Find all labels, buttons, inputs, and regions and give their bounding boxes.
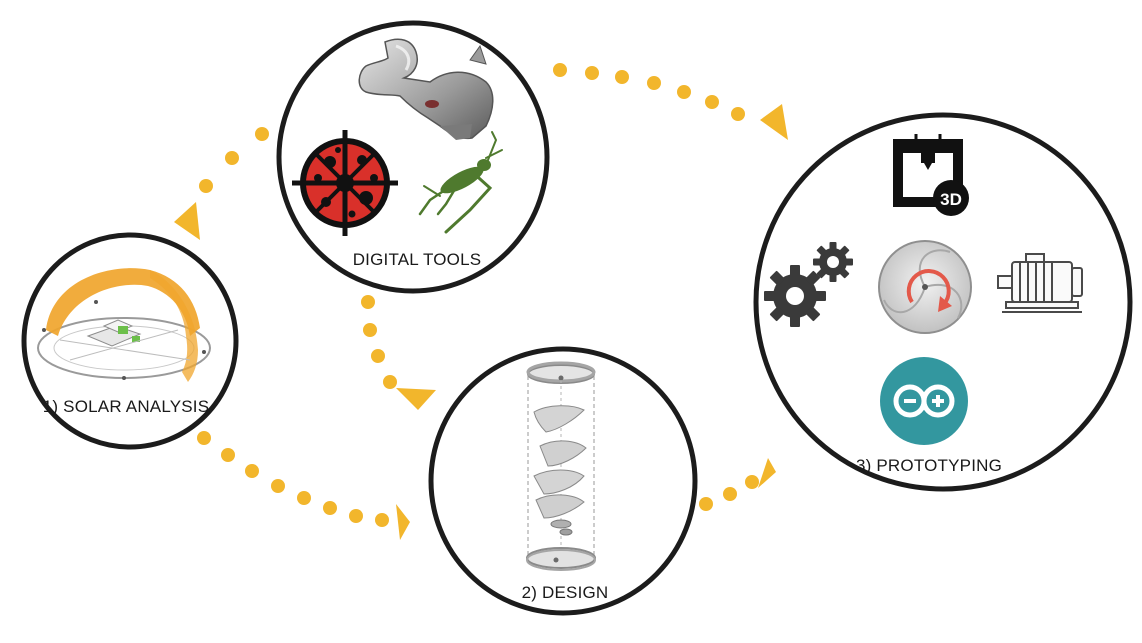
node-digital-tools: DIGITAL TOOLS bbox=[276, 20, 550, 294]
arrow-digital-tools-to-prototyping bbox=[553, 63, 788, 140]
grasshopper-icon bbox=[418, 131, 503, 234]
design-label: 2) DESIGN bbox=[522, 583, 609, 602]
arrow-dot bbox=[647, 76, 661, 90]
arrow-head bbox=[174, 202, 200, 240]
node-design: 2) DESIGN bbox=[428, 346, 698, 616]
arrow-head bbox=[396, 504, 410, 540]
gears-icon bbox=[764, 242, 853, 327]
arrow-dot bbox=[383, 375, 397, 389]
arrow-dot bbox=[731, 107, 745, 121]
arrow-dot bbox=[615, 70, 629, 84]
arrow-solar-analysis-to-design bbox=[197, 431, 410, 540]
arrow-dot bbox=[745, 475, 759, 489]
arrow-digital-tools-to-solar-analysis bbox=[174, 127, 269, 240]
arrow-dot bbox=[221, 448, 235, 462]
arrow-dot bbox=[255, 127, 269, 141]
arrow-head bbox=[758, 458, 776, 488]
solar-analysis-label: 1) SOLAR ANALYSIS bbox=[43, 397, 210, 416]
arrow-dot bbox=[371, 349, 385, 363]
arrow-dot bbox=[225, 151, 239, 165]
arrow-digital-tools-to-design bbox=[361, 295, 436, 410]
rhino-icon bbox=[358, 38, 494, 140]
arrow-dot bbox=[245, 464, 259, 478]
node-prototyping: 3D bbox=[753, 112, 1133, 492]
3d-printer-badge: 3D bbox=[940, 190, 962, 209]
arrow-dot bbox=[363, 323, 377, 337]
arduino-icon bbox=[880, 357, 968, 445]
arrow-dot bbox=[271, 479, 285, 493]
arrow-dot bbox=[553, 63, 567, 77]
3d-printer-icon: 3D bbox=[893, 134, 969, 216]
node-solar-analysis: 1) SOLAR ANALYSIS bbox=[21, 232, 239, 450]
arrow-head bbox=[760, 104, 788, 140]
arrow-dot bbox=[199, 179, 213, 193]
arrow-head bbox=[396, 388, 436, 410]
arrow-dot bbox=[323, 501, 337, 515]
flow-arrows bbox=[174, 63, 788, 540]
exploded-rotor-icon bbox=[526, 361, 596, 571]
solar-dome-icon bbox=[37, 268, 211, 382]
rotating-disc-icon bbox=[878, 240, 972, 334]
arrow-design-to-prototyping bbox=[699, 458, 776, 511]
arrow-dot bbox=[297, 491, 311, 505]
arrow-dot bbox=[723, 487, 737, 501]
digital-tools-label: DIGITAL TOOLS bbox=[353, 250, 482, 269]
arrow-dot bbox=[705, 95, 719, 109]
arrow-dot bbox=[361, 295, 375, 309]
motor-icon bbox=[997, 253, 1083, 313]
ladybug-icon bbox=[292, 130, 398, 236]
arrow-dot bbox=[677, 85, 691, 99]
arrow-dot bbox=[375, 513, 389, 527]
arrow-dot bbox=[349, 509, 363, 523]
arrow-dot bbox=[585, 66, 599, 80]
arrow-dot bbox=[699, 497, 713, 511]
prototyping-label: 3) PROTOTYPING bbox=[856, 456, 1002, 475]
arrow-dot bbox=[197, 431, 211, 445]
